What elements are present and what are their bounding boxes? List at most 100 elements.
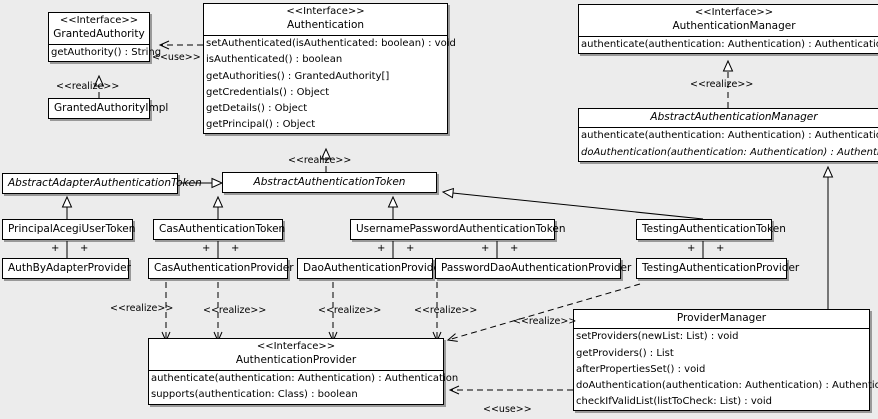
association-plus-marker: + (377, 243, 386, 254)
stereotype-label: <<Interface>> (694, 7, 774, 18)
class-abstract-authentication-token[interactable]: AbstractAuthenticationToken (222, 172, 437, 194)
operation-row: getPrincipal() : Object (206, 119, 316, 131)
class-abstract-authentication-manager[interactable]: AbstractAuthenticationManager authentica… (578, 108, 878, 162)
operations-compartment: setProviders(newList: List) : void getPr… (574, 329, 878, 410)
operation-row: authenticate(authentication: Authenticat… (581, 130, 878, 142)
link-testingauthenticationtoken-extends-abstracttoken (441, 187, 704, 220)
class-header: <<Interface>> Authentication (204, 4, 447, 35)
divider (579, 127, 878, 129)
class-name-label: CasAuthenticationToken (159, 223, 286, 235)
class-header: TestingAuthenticationProvider (637, 259, 800, 278)
operation-row: getAuthority() : String (51, 47, 162, 59)
class-header: <<Interface>> AuthenticationManager (579, 5, 878, 36)
class-name-label: TestingAuthenticationToken (642, 223, 786, 235)
class-testing-authentication-token[interactable]: TestingAuthenticationToken (636, 219, 786, 241)
operation-row: authenticate(authentication: Authenticat… (151, 373, 459, 385)
class-header: CasAuthenticationProvider (149, 259, 294, 278)
class-name-label: UsernamePasswordAuthenticationToken (356, 223, 566, 235)
operation-row: getProviders() : List (576, 347, 674, 359)
class-header: TestingAuthenticationToken (637, 220, 786, 239)
class-name-label: ProviderManager (676, 312, 767, 324)
class-name-label: AuthByAdapterProvider (8, 262, 131, 274)
class-header: PrincipalAcegiUserToken (3, 220, 135, 239)
operation-row: getDetails() : Object (206, 102, 308, 114)
class-header: ProviderManager (574, 310, 869, 328)
association-plus-marker: + (51, 243, 60, 254)
class-name-label: GrantedAuthority (53, 27, 145, 40)
operation-row: doAuthentication(authentication: Authent… (576, 380, 878, 391)
label-realize-abstractauthenticationtoken: <<realize>> (288, 155, 352, 166)
divider (204, 35, 447, 37)
divider (149, 370, 443, 372)
operations-compartment: setAuthenticated(isAuthenticated: boolea… (204, 36, 456, 133)
class-header: CasAuthenticationToken (154, 220, 286, 239)
operations-compartment: authenticate(authentication: Authenticat… (579, 128, 878, 160)
association-plus-marker: + (80, 243, 89, 254)
operation-row: setProviders(newList: List) : void (576, 331, 739, 343)
class-dao-authentication-provider[interactable]: DaoAuthenticationProvider (297, 258, 444, 280)
class-authentication-provider[interactable]: <<Interface>> AuthenticationProvider aut… (148, 338, 459, 405)
class-provider-manager[interactable]: ProviderManager setProviders(newList: Li… (573, 309, 878, 412)
label-realize-casauthenticationprovider: <<realize>> (203, 305, 267, 316)
class-granted-authority-impl[interactable]: GrantedAuthorityImpl (48, 98, 169, 120)
label-realize-abstractauthenticationmanager: <<realize>> (690, 79, 754, 90)
class-auth-by-adapter-provider[interactable]: AuthByAdapterProvider (2, 258, 131, 280)
divider (579, 36, 878, 38)
operation-row: getAuthorities() : GrantedAuthority[] (206, 70, 390, 82)
class-name-label: AbstractAuthenticationManager (650, 111, 818, 123)
label-use-providermanager: <<use>> (483, 404, 532, 415)
class-name-label: AbstractAdapterAuthenticationToken (8, 177, 202, 189)
class-authentication[interactable]: <<Interface>> Authentication setAuthenti… (203, 3, 456, 135)
operation-row: setAuthenticated(isAuthenticated: boolea… (206, 38, 456, 50)
class-header: GrantedAuthorityImpl (49, 99, 169, 118)
class-granted-authority[interactable]: <<Interface>> GrantedAuthority getAuthor… (48, 12, 162, 63)
class-header: <<Interface>> AuthenticationProvider (149, 339, 443, 370)
class-password-dao-authentication-provider[interactable]: PasswordDaoAuthenticationProvider (435, 258, 632, 280)
class-header: UsernamePasswordAuthenticationToken (351, 220, 566, 239)
association-plus-marker: + (406, 243, 415, 254)
operations-compartment: getAuthority() : String (49, 45, 162, 61)
divider (574, 328, 869, 330)
class-name-label: CasAuthenticationProvider (154, 262, 294, 274)
operation-row: doAuthentication(authentication: Authent… (581, 146, 878, 158)
association-plus-marker: + (231, 243, 240, 254)
class-username-password-authentication-token[interactable]: UsernamePasswordAuthenticationToken (350, 219, 566, 241)
class-name-label: AuthenticationProvider (235, 353, 357, 366)
association-plus-marker: + (481, 243, 490, 254)
class-header: PasswordDaoAuthenticationProvider (436, 259, 632, 278)
class-authentication-manager[interactable]: <<Interface>> AuthenticationManager auth… (578, 4, 878, 55)
class-testing-authentication-provider[interactable]: TestingAuthenticationProvider (636, 258, 800, 280)
class-name-label: TestingAuthenticationProvider (642, 262, 800, 274)
stereotype-label: <<Interface>> (256, 341, 336, 352)
class-header: DaoAuthenticationProvider (298, 259, 444, 278)
stereotype-label: <<Interface>> (286, 6, 365, 17)
class-principal-acegi-user-token[interactable]: PrincipalAcegiUserToken (2, 219, 135, 241)
association-plus-marker: + (510, 243, 519, 254)
operations-compartment: authenticate(authentication: Authenticat… (149, 371, 459, 403)
class-header: AuthByAdapterProvider (3, 259, 131, 278)
label-realize-authbyadapterprovider: <<realize>> (110, 303, 174, 314)
class-abstract-adapter-authentication-token[interactable]: AbstractAdapterAuthenticationToken (2, 173, 202, 195)
class-header: <<Interface>> GrantedAuthority (49, 13, 149, 44)
label-realize-daoauthenticationprovider: <<realize>> (318, 305, 382, 316)
operation-row: checkIfValidList(listToCheck: List) : vo… (576, 396, 773, 408)
operations-compartment: authenticate(authentication: Authenticat… (579, 37, 878, 53)
class-header: AbstractAuthenticationToken (223, 173, 436, 192)
class-name-label: GrantedAuthorityImpl (54, 102, 169, 114)
class-cas-authentication-provider[interactable]: CasAuthenticationProvider (148, 258, 294, 280)
operation-row: afterPropertiesSet() : void (576, 363, 706, 375)
operation-row: getCredentials() : Object (206, 86, 330, 98)
label-use-authentication-grantedauthority: <<use>> (152, 52, 201, 63)
class-header: AbstractAuthenticationManager (579, 109, 878, 127)
class-name-label: AbstractAuthenticationToken (253, 176, 406, 188)
association-plus-marker: + (716, 243, 725, 254)
label-realize-grantedauthorityimpl: <<realize>> (56, 81, 120, 92)
label-realize-passworddaoauthenticationprovider: <<realize>> (414, 305, 478, 316)
class-name-label: Authentication (286, 18, 365, 31)
label-realize-testingauthenticationprovider: <<realize>> (513, 316, 577, 327)
operation-row: supports(authentication: Class) : boolea… (151, 389, 358, 401)
class-cas-authentication-token[interactable]: CasAuthenticationToken (153, 219, 286, 241)
operation-row: isAuthenticated() : boolean (206, 54, 343, 66)
class-name-label: PasswordDaoAuthenticationProvider (441, 262, 632, 274)
